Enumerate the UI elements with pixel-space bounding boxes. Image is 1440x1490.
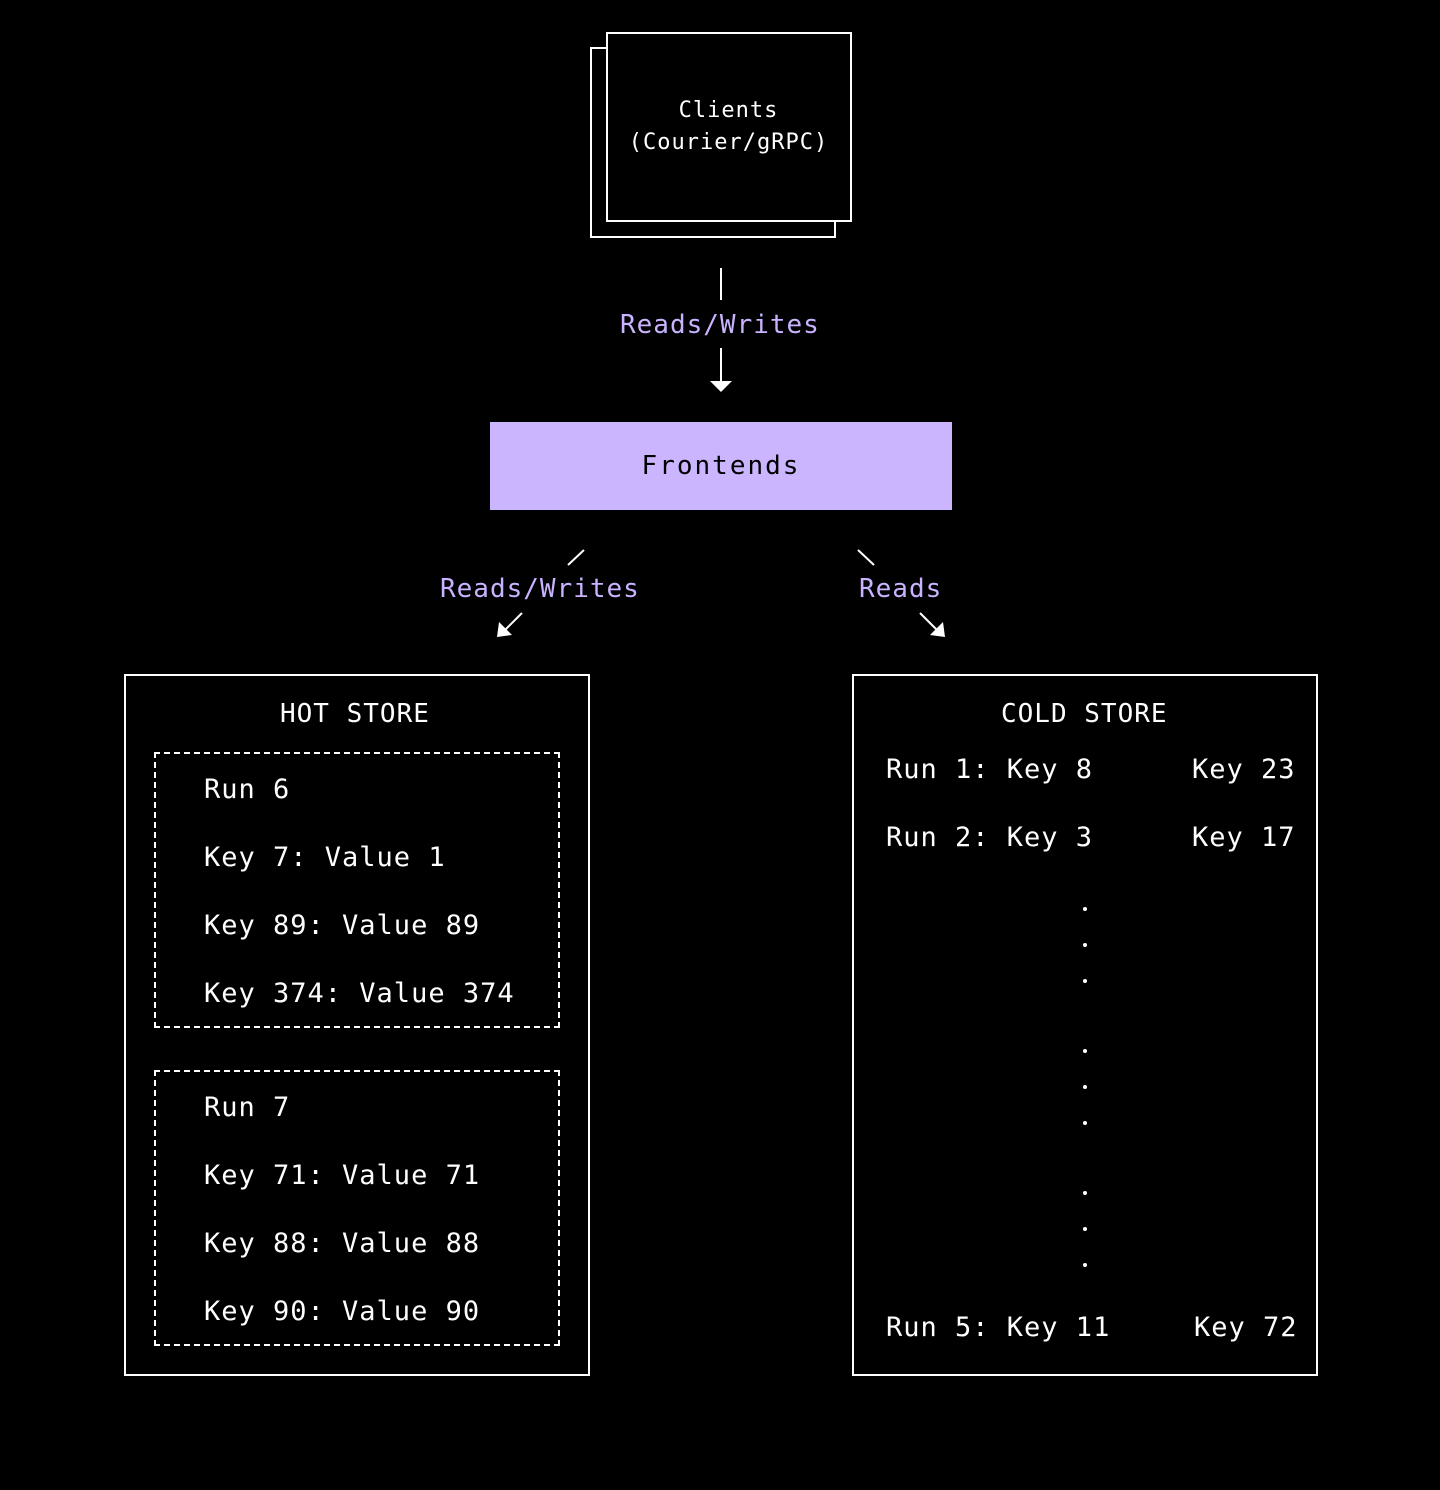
hot-entry: Key 89: Value 89 [204, 910, 481, 941]
ellipsis-dot [1083, 943, 1087, 947]
hot-run-label: Run 7 [204, 1092, 291, 1123]
hot-entry: Key 374: Value 374 [204, 978, 515, 1009]
clients-label: Clients (Courier/gRPC) [606, 32, 851, 221]
hot-run-group [154, 752, 560, 1028]
cold-run-from: Run 2: Key 3 [886, 822, 1094, 853]
ellipsis-dot [1083, 1227, 1087, 1231]
edge-label-frontends-cold: Reads [859, 574, 943, 604]
hot-store-box [124, 674, 590, 1376]
cold-store-box [852, 674, 1318, 1376]
clients-title: Clients [678, 97, 779, 123]
frontends-label: Frontends [641, 451, 801, 481]
ellipsis-dot [1083, 1263, 1087, 1267]
edge-label-frontends-hot: Reads/Writes [440, 574, 640, 604]
cold-run-from: Run 5: Key 11 [886, 1312, 1111, 1343]
arrowhead-down-icon [710, 381, 732, 392]
arrowhead-down-left-icon [497, 622, 512, 637]
edge-line-cold-bottom [919, 612, 938, 631]
arrowhead-down-right-icon [930, 622, 945, 637]
hot-entry: Key 90: Value 90 [204, 1296, 481, 1327]
cold-run-from: Run 1: Key 8 [886, 754, 1094, 785]
cold-run-to: Key 17 [1192, 822, 1296, 853]
cold-run-to: Key 23 [1192, 754, 1296, 785]
edge-line-cold-top [857, 549, 875, 566]
hot-run-group [154, 1070, 560, 1346]
frontends-node: Frontends [490, 422, 952, 510]
ellipsis-dot [1083, 1085, 1087, 1089]
ellipsis-dot [1083, 1049, 1087, 1053]
edge-line-hot-top [567, 549, 585, 566]
ellipsis-dot [1083, 907, 1087, 911]
hot-entry: Key 71: Value 71 [204, 1160, 481, 1191]
hot-store-title: HOT STORE [280, 699, 430, 729]
ellipsis-dot [1083, 1191, 1087, 1195]
cold-run-to: Key 72 [1194, 1312, 1298, 1343]
ellipsis-dot [1083, 979, 1087, 983]
edge-label-clients-frontends: Reads/Writes [620, 310, 820, 340]
ellipsis-dot [1083, 1121, 1087, 1125]
cold-store-title: COLD STORE [1001, 699, 1168, 729]
hot-run-label: Run 6 [204, 774, 291, 805]
hot-entry: Key 7: Value 1 [204, 842, 446, 873]
clients-subtitle: (Courier/gRPC) [628, 129, 829, 155]
hot-entry: Key 88: Value 88 [204, 1228, 481, 1259]
clients-box [606, 32, 852, 222]
edge-line-hot-bottom [504, 612, 523, 631]
